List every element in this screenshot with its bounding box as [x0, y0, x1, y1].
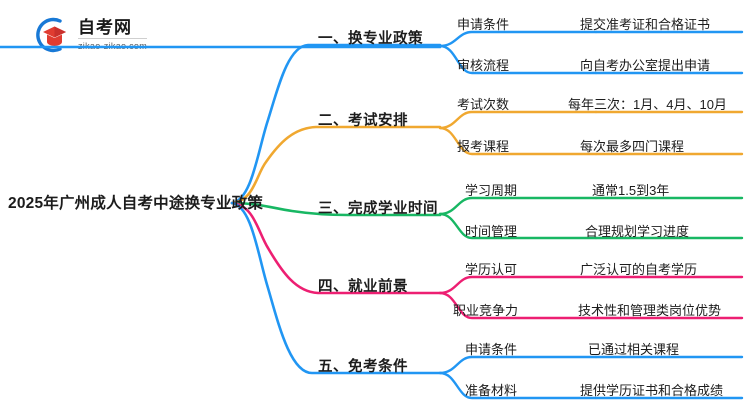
subnode-5-2[interactable]: 准备材料	[465, 383, 518, 398]
mindmap-root-node[interactable]: 2025年广州成人自考中途换专业政策	[8, 195, 264, 212]
subnode-1-2[interactable]: 审核流程	[457, 58, 510, 73]
subnode-1-1[interactable]: 申请条件	[457, 17, 510, 32]
subnode-3-1[interactable]: 学习周期	[465, 183, 518, 198]
graduation-cap-logo-icon	[30, 14, 72, 56]
subnode-4-1[interactable]: 学历认可	[465, 262, 518, 277]
logo-site-url: zikao-zikao.com	[78, 40, 148, 51]
detail-1-2[interactable]: 向自考办公室提出申请	[580, 58, 711, 73]
site-logo: 自考网 zikao-zikao.com	[30, 14, 148, 56]
branch-node-1[interactable]: 一、换专业政策	[318, 31, 423, 47]
branch-node-2[interactable]: 二、考试安排	[318, 113, 408, 129]
detail-4-2[interactable]: 技术性和管理类岗位优势	[578, 303, 722, 318]
detail-2-1[interactable]: 每年三次：1月、4月、10月	[568, 97, 727, 112]
detail-3-2[interactable]: 合理规划学习进度	[585, 224, 690, 239]
logo-text-block: 自考网 zikao-zikao.com	[78, 18, 148, 53]
branch-node-3[interactable]: 三、完成学业时间	[318, 201, 438, 217]
detail-4-1[interactable]: 广泛认可的自考学历	[580, 262, 698, 277]
subnode-2-1[interactable]: 考试次数	[457, 97, 510, 112]
detail-5-2[interactable]: 提供学历证书和合格成绩	[580, 383, 724, 398]
branch-wire-4	[230, 201, 744, 320]
logo-site-name: 自考网	[78, 18, 148, 39]
subnode-3-2[interactable]: 时间管理	[465, 224, 518, 239]
subnode-2-2[interactable]: 报考课程	[457, 139, 510, 154]
detail-1-1[interactable]: 提交准考证和合格证书	[580, 17, 711, 32]
subnode-5-1[interactable]: 申请条件	[465, 342, 518, 357]
branch-node-5[interactable]: 五、免考条件	[318, 359, 408, 375]
branch-node-4[interactable]: 四、就业前景	[318, 279, 408, 295]
detail-2-2[interactable]: 每次最多四门课程	[580, 139, 685, 154]
subnode-4-2[interactable]: 职业竞争力	[453, 303, 519, 318]
detail-3-1[interactable]: 通常1.5到3年	[592, 183, 670, 198]
detail-5-1[interactable]: 已通过相关课程	[588, 342, 680, 357]
